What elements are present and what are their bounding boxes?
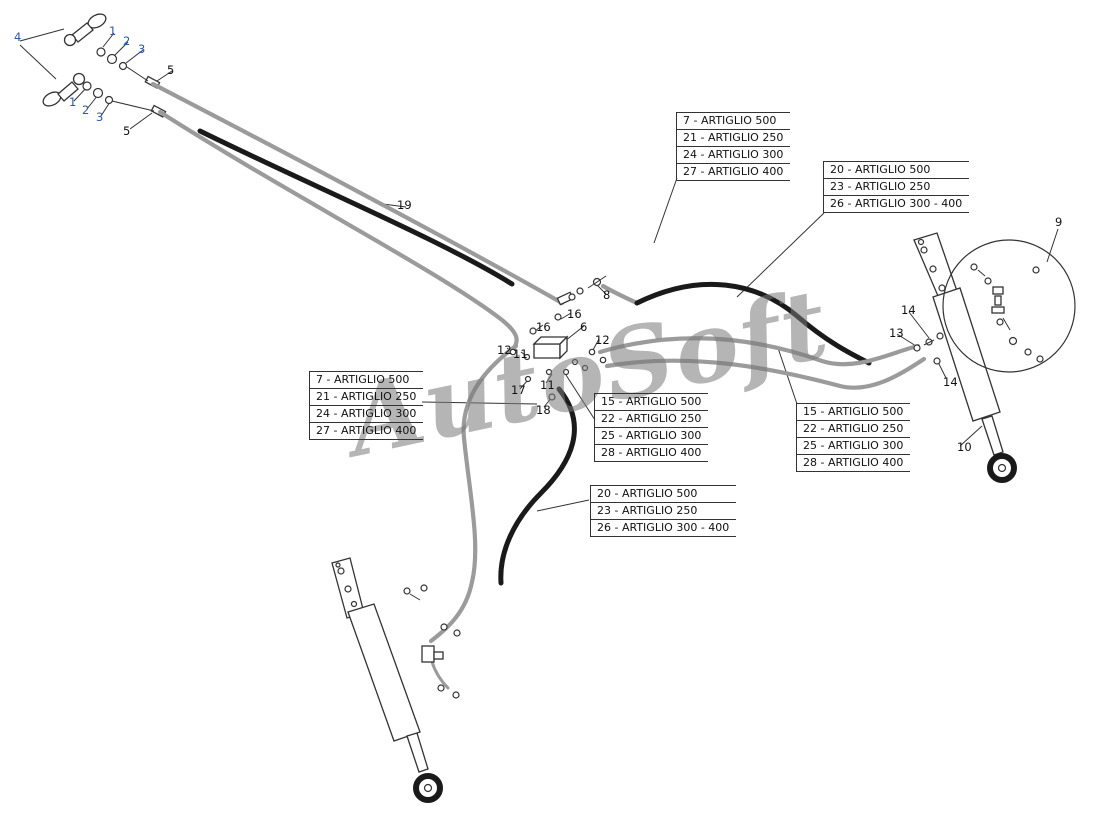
callout-14: 14 (901, 303, 916, 317)
callout-16b: 16 (536, 320, 551, 334)
callout-3b: 3 (96, 110, 104, 124)
parts-table-row: 26 - ARTIGLIO 300 - 400 (591, 520, 737, 537)
callout-14b: 14 (943, 375, 958, 389)
parts-table-row: 21 - ARTIGLIO 250 (677, 130, 791, 147)
parts-table-row: 26 - ARTIGLIO 300 - 400 (824, 196, 970, 213)
parts-table-row: 25 - ARTIGLIO 300 (797, 438, 911, 455)
parts-table-row: 15 - ARTIGLIO 500 (595, 394, 709, 411)
parts-table-row: 7 - ARTIGLIO 500 (310, 372, 424, 389)
parts-table-row: 27 - ARTIGLIO 400 (310, 423, 424, 440)
parts-table-row: 20 - ARTIGLIO 500 (824, 162, 970, 179)
detail-circle (942, 239, 1076, 373)
callout-8: 8 (603, 288, 611, 302)
callout-5: 5 (167, 63, 175, 77)
cylinder-left (331, 557, 461, 803)
parts-table-row: 23 - ARTIGLIO 250 (591, 503, 737, 520)
parts-table-right: 15 - ARTIGLIO 500 22 - ARTIGLIO 250 25 -… (796, 403, 911, 472)
parts-table-row: 21 - ARTIGLIO 250 (310, 389, 424, 406)
callout-5b: 5 (123, 124, 131, 138)
parts-table-row: 22 - ARTIGLIO 250 (595, 411, 709, 428)
parts-table-row: 25 - ARTIGLIO 300 (595, 428, 709, 445)
parts-table-row: 23 - ARTIGLIO 250 (824, 179, 970, 196)
parts-table-top-right: 20 - ARTIGLIO 500 23 - ARTIGLIO 250 26 -… (823, 161, 970, 213)
parts-table-row: 24 - ARTIGLIO 300 (310, 406, 424, 423)
cylinder-right (913, 232, 1017, 483)
parts-table-row: 22 - ARTIGLIO 250 (797, 421, 911, 438)
parts-table-bottom: 20 - ARTIGLIO 500 23 - ARTIGLIO 250 26 -… (590, 485, 737, 537)
callout-13: 13 (889, 326, 904, 340)
callout-6: 6 (580, 320, 588, 334)
callout-9: 9 (1055, 215, 1063, 229)
callout-1: 1 (109, 24, 117, 38)
parts-table-left: 7 - ARTIGLIO 500 21 - ARTIGLIO 250 24 - … (309, 371, 424, 440)
callout-11: 11 (513, 347, 528, 361)
callout-2: 2 (123, 34, 131, 48)
parts-table-row: 24 - ARTIGLIO 300 (677, 147, 791, 164)
parts-table-row: 27 - ARTIGLIO 400 (677, 164, 791, 181)
callout-3: 3 (138, 42, 146, 56)
callout-2b: 2 (82, 103, 90, 117)
callout-12: 12 (595, 333, 610, 347)
parts-table-row: 15 - ARTIGLIO 500 (797, 404, 911, 421)
callout-12b: 12 (497, 343, 512, 357)
parts-table-row: 7 - ARTIGLIO 500 (677, 113, 791, 130)
hoses (150, 81, 927, 690)
callout-11b: 11 (540, 378, 555, 392)
parts-table-row: 28 - ARTIGLIO 400 (595, 445, 709, 462)
callout-16: 16 (567, 307, 582, 321)
clevis-parts (42, 13, 167, 118)
callout-17: 17 (511, 383, 526, 397)
callout-1b: 1 (69, 95, 77, 109)
parts-table-top: 7 - ARTIGLIO 500 21 - ARTIGLIO 250 24 - … (676, 112, 791, 181)
parts-table-middle: 15 - ARTIGLIO 500 22 - ARTIGLIO 250 25 -… (594, 393, 709, 462)
callout-10: 10 (957, 440, 972, 454)
callout-4: 4 (14, 30, 22, 44)
parts-table-row: 20 - ARTIGLIO 500 (591, 486, 737, 503)
callout-18: 18 (536, 403, 551, 417)
parts-table-row: 28 - ARTIGLIO 400 (797, 455, 911, 472)
callout-19: 19 (397, 198, 412, 212)
valve-block (509, 275, 607, 401)
